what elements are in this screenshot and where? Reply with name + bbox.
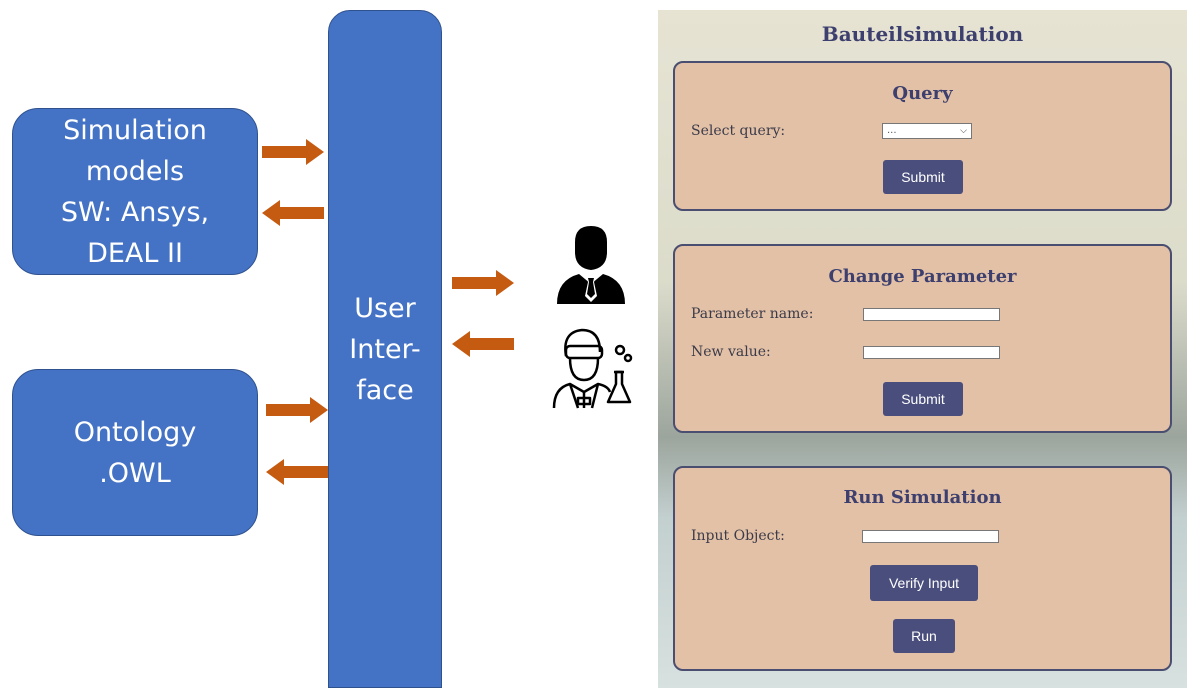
change-parameter-title: Change Parameter	[828, 266, 1017, 287]
app-panel: Bauteilsimulation Query Select query: ..…	[658, 10, 1187, 688]
query-select[interactable]: ... ⌵	[882, 123, 972, 139]
new-value-input[interactable]	[863, 346, 1000, 359]
query-card: Query Select query: ... ⌵ Submit	[673, 61, 1172, 211]
run-button[interactable]: Run	[893, 619, 955, 653]
parameter-name-input[interactable]	[863, 308, 1000, 321]
arrow-left-icon	[262, 200, 324, 226]
page-title: Bauteilsimulation	[821, 22, 1024, 46]
ontology-box: Ontology .OWL	[12, 369, 258, 536]
new-value-label: New value:	[691, 344, 771, 360]
run-simulation-title: Run Simulation	[843, 487, 1002, 508]
simulation-models-box: Simulation models SW: Ansys, DEAL II	[12, 108, 258, 275]
businessman-icon	[557, 226, 625, 304]
chevron-down-icon: ⌵	[960, 126, 967, 136]
query-title: Query	[892, 83, 953, 104]
query-select-value: ...	[887, 125, 897, 136]
simulation-models-label: Simulation models SW: Ansys, DEAL II	[60, 114, 210, 269]
query-submit-button[interactable]: Submit	[883, 160, 963, 194]
input-object-input[interactable]	[862, 530, 999, 543]
arrow-right-icon	[262, 139, 324, 165]
user-interface-box: User Inter- face	[328, 10, 442, 688]
arrow-left-icon	[266, 459, 328, 485]
ontology-label: Ontology .OWL	[73, 416, 197, 489]
arrow-left-icon	[452, 331, 514, 357]
run-simulation-card: Run Simulation Input Object: Verify Inpu…	[673, 466, 1172, 671]
change-parameter-submit-button[interactable]: Submit	[883, 382, 963, 416]
arrow-right-icon	[452, 270, 514, 296]
user-interface-label: User Inter- face	[349, 292, 421, 406]
select-query-label: Select query:	[691, 123, 786, 139]
scientist-icon	[552, 328, 633, 409]
input-object-label: Input Object:	[691, 528, 785, 544]
arrow-right-icon	[266, 397, 328, 423]
verify-input-button[interactable]: Verify Input	[870, 565, 978, 601]
parameter-name-label: Parameter name:	[691, 306, 814, 322]
change-parameter-card: Change Parameter Parameter name: New val…	[673, 244, 1172, 433]
